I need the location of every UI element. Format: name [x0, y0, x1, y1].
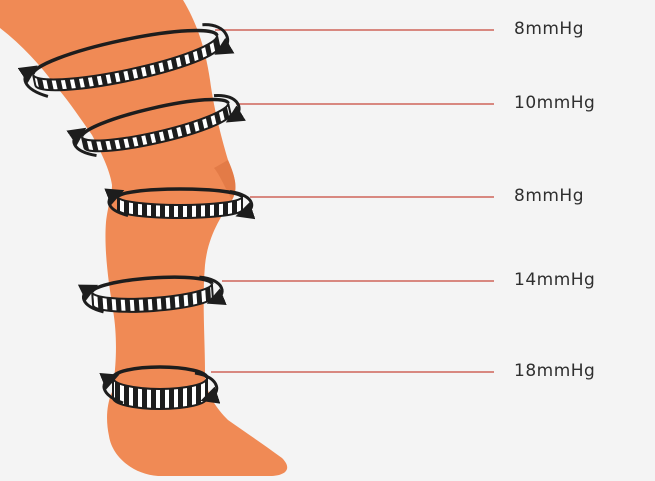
pressure-label-knee: 8mmHg — [514, 188, 584, 205]
pressure-label-thigh-lower: 10mmHg — [514, 95, 595, 112]
pressure-label-thigh-upper: 8mmHg — [514, 21, 584, 38]
pressure-label-calf: 14mmHg — [514, 272, 595, 289]
pressure-label-ankle: 18mmHg — [514, 363, 595, 380]
